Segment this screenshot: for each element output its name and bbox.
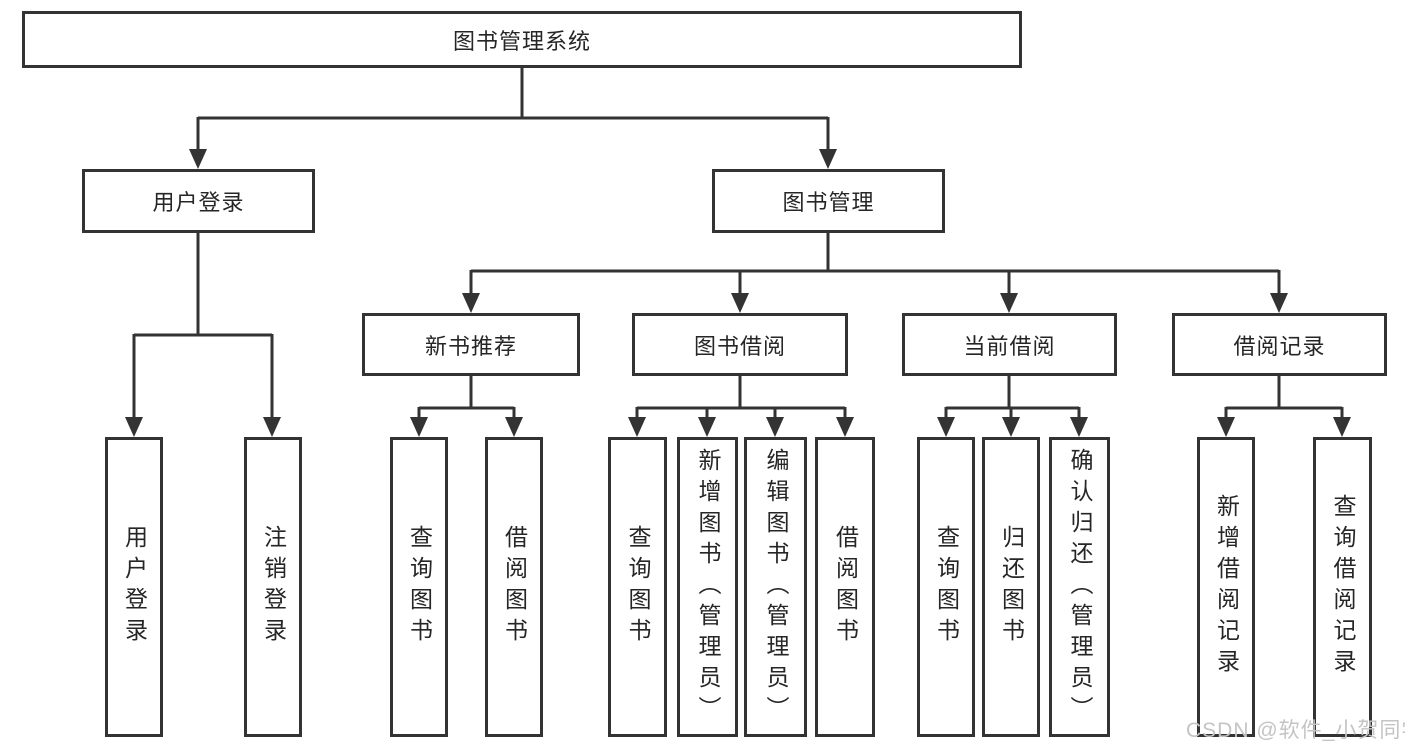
node-new-book-recommend: 新书推荐 (362, 313, 580, 376)
leaf-user-login: 用户登录 (105, 437, 163, 737)
leaf-edit-books-admin: 编辑图书（管理员） (744, 437, 807, 737)
leaf-borrow-books: 借阅图书 (815, 437, 875, 737)
node-book-management: 图书管理 (712, 169, 945, 233)
leaf-query-borrow-record: 查询借阅记录 (1313, 437, 1372, 737)
leaf-add-books-admin: 新增图书（管理员） (677, 437, 738, 737)
leaf-query-books-borrow: 查询图书 (608, 437, 667, 737)
leaf-return-books: 归还图书 (982, 437, 1040, 737)
arrowheads (125, 149, 1351, 437)
leaf-confirm-return-admin: 确认归还（管理员） (1049, 437, 1110, 737)
csdn-watermark: CSDN @软件_小贺同学 (1186, 719, 1405, 742)
node-user-login: 用户登录 (82, 169, 315, 233)
leaf-borrow-books-recommend: 借阅图书 (485, 437, 543, 737)
leaf-add-borrow-record: 新增借阅记录 (1197, 437, 1255, 737)
leaf-query-books-current: 查询图书 (917, 437, 975, 737)
node-borrow-record: 借阅记录 (1172, 313, 1387, 376)
node-book-borrow: 图书借阅 (632, 313, 848, 376)
leaf-logout: 注销登录 (244, 437, 302, 737)
leaf-query-books-recommend: 查询图书 (390, 437, 448, 737)
node-current-borrow: 当前借阅 (902, 313, 1117, 376)
node-root-library-management-system: 图书管理系统 (22, 11, 1022, 68)
